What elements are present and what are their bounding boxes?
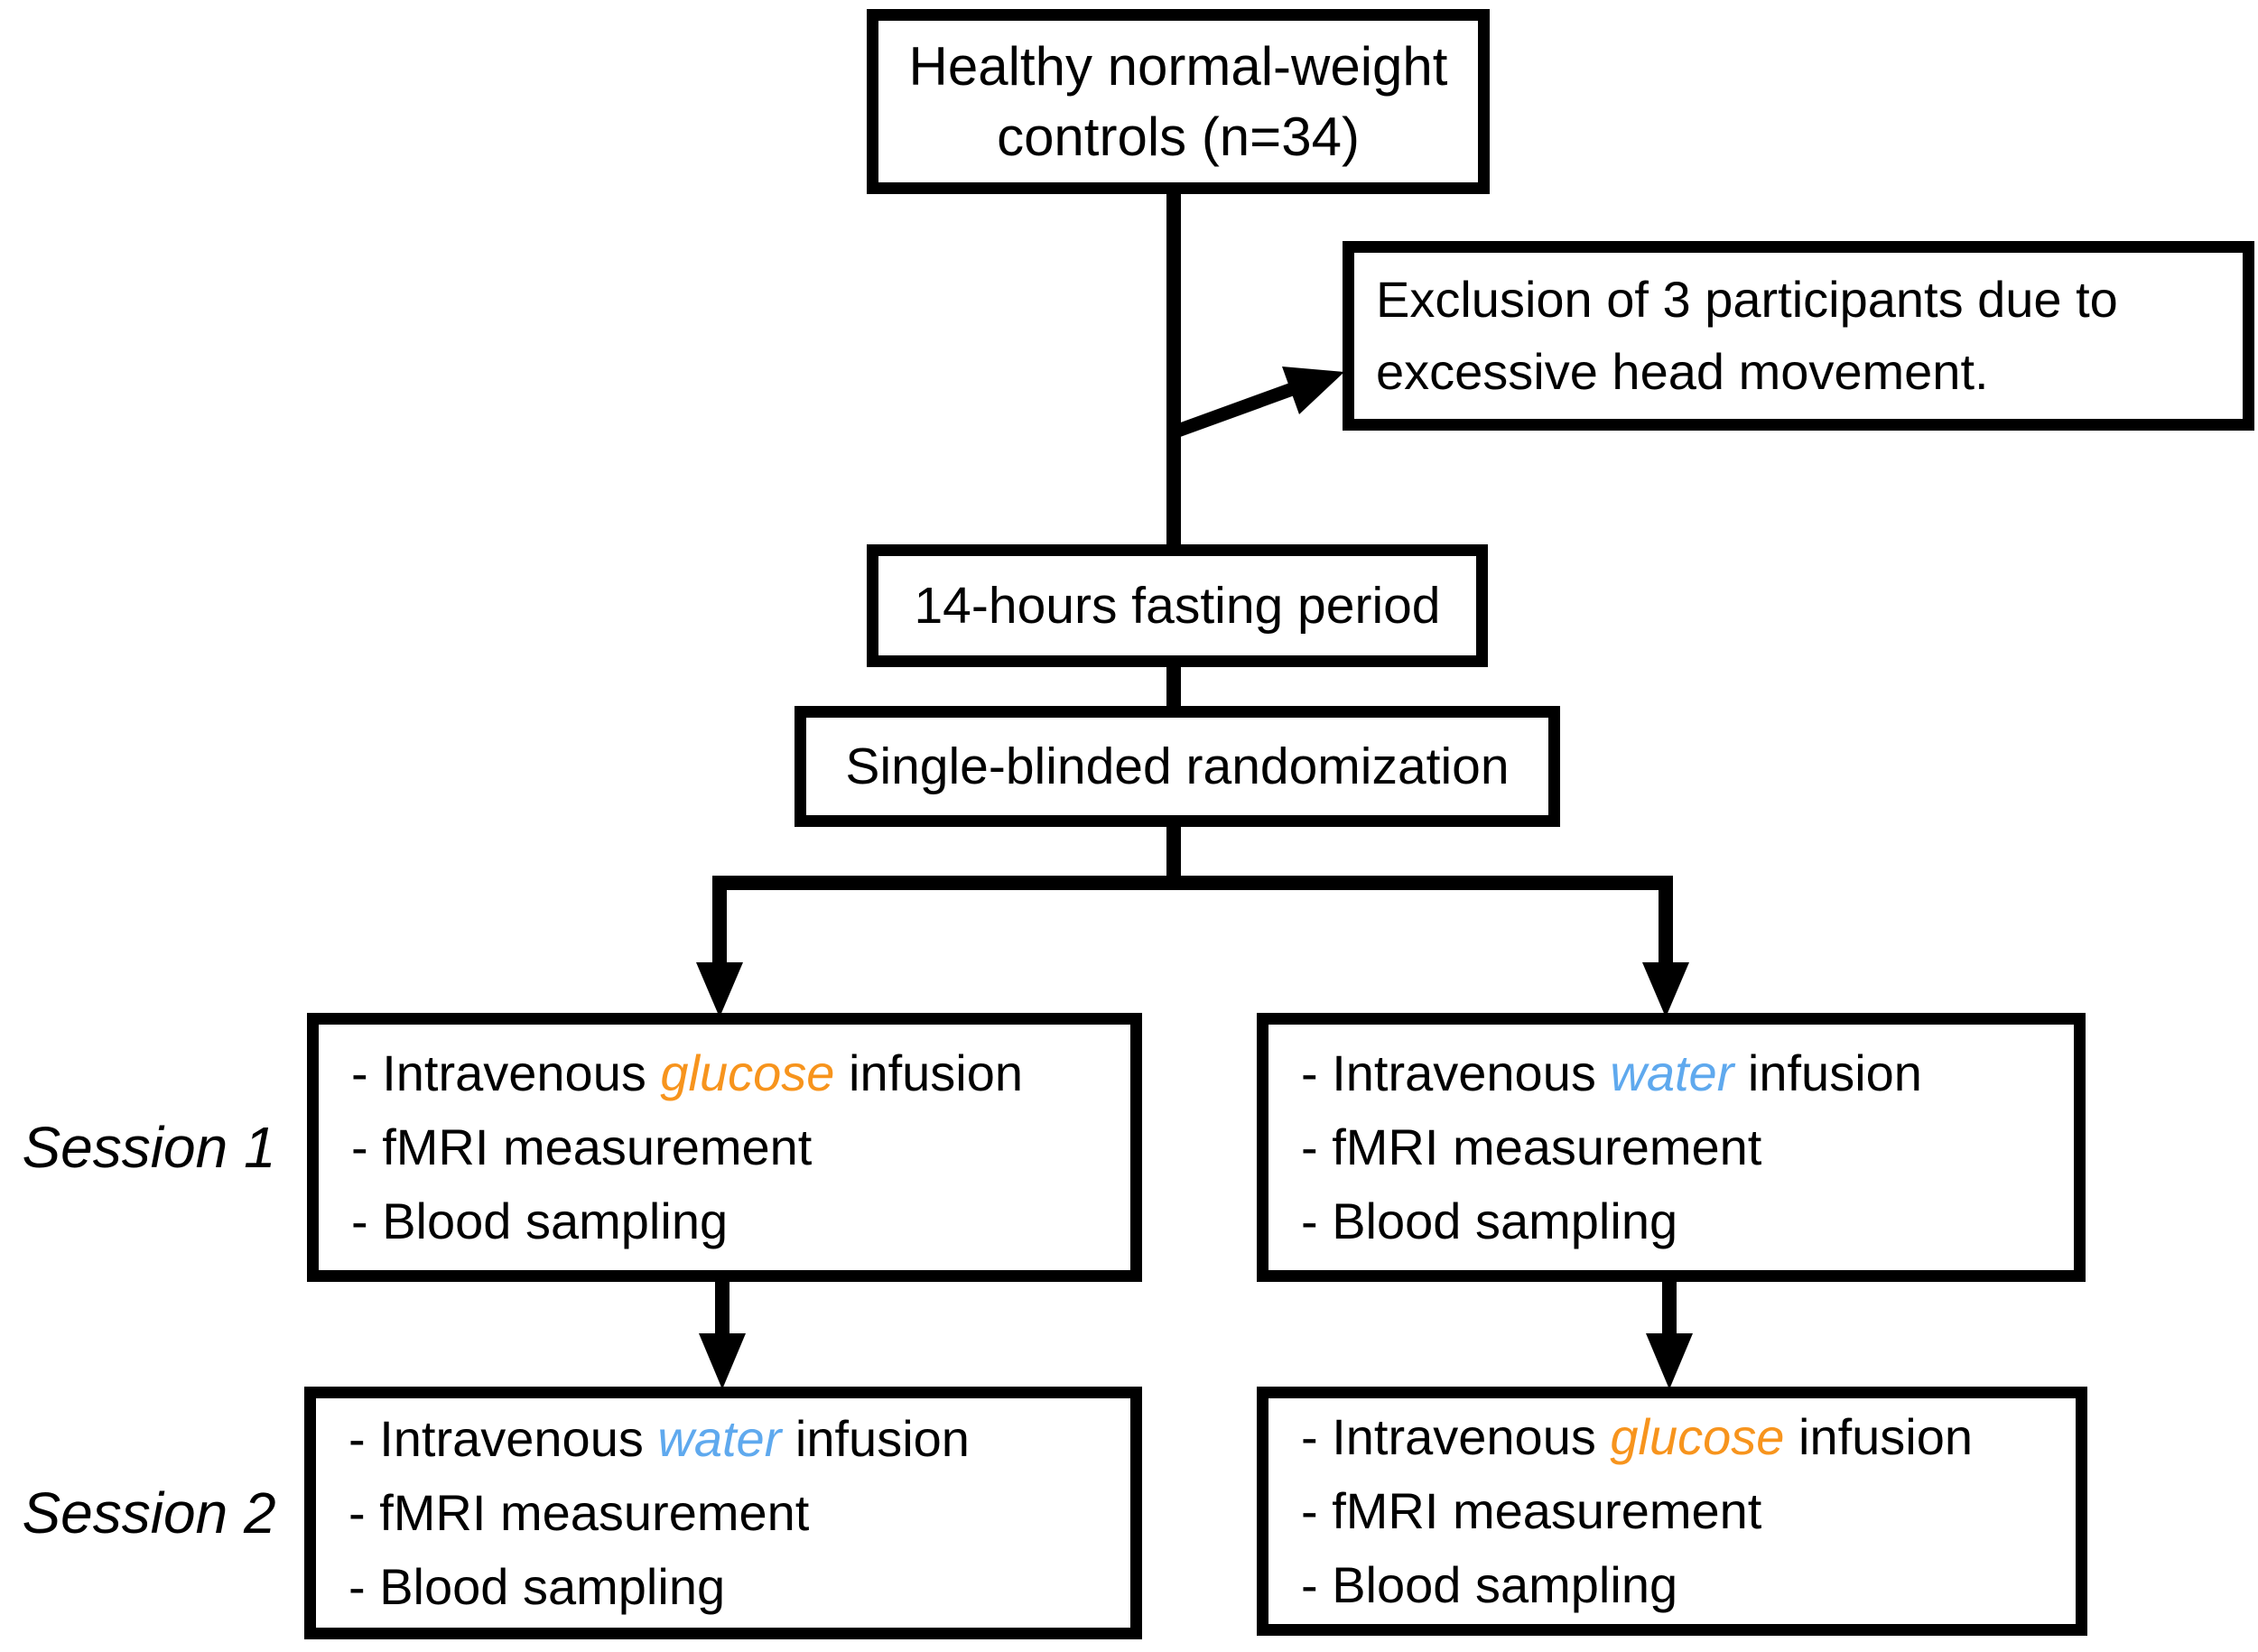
- branch-left-arrowhead-icon: [696, 962, 743, 1017]
- box-fasting-period: 14-hours fasting period: [867, 544, 1488, 667]
- item1-prefix: - Intravenous: [348, 1410, 658, 1467]
- item1-prefix: - Intravenous: [1301, 1044, 1611, 1101]
- branch-line: [712, 876, 1673, 890]
- water-text: water: [1610, 1044, 1734, 1101]
- session2-water-item3: - Blood sampling: [348, 1558, 726, 1615]
- box-session1-glucose: - Intravenous glucose infusion - fMRI me…: [307, 1013, 1142, 1282]
- box-randomization-label: Single-blinded randomization: [845, 738, 1510, 795]
- item1-suffix: infusion: [1784, 1408, 1974, 1465]
- item1-prefix: - Intravenous: [351, 1044, 661, 1101]
- water-text: water: [657, 1410, 782, 1467]
- branch-right-arrowhead-icon: [1642, 962, 1689, 1017]
- session1-water-item3: - Blood sampling: [1301, 1193, 1678, 1249]
- session1-glucose-item3: - Blood sampling: [351, 1193, 729, 1249]
- session-1-label: Session 1: [22, 1115, 276, 1180]
- session1-water-item1: - Intravenous water infusion: [1301, 1036, 2074, 1110]
- line-top-to-fasting: [1166, 181, 1181, 555]
- s1-to-s2-right-shaft: [1662, 1280, 1677, 1338]
- session2-water-item2: - fMRI measurement: [348, 1484, 810, 1541]
- s1-to-s2-left-shaft: [715, 1280, 729, 1338]
- s1-to-s2-right-arrowhead-icon: [1646, 1333, 1693, 1389]
- exclusion-arrow-shaft: [1173, 381, 1297, 439]
- session2-water-item1: - Intravenous water infusion: [348, 1402, 1130, 1476]
- line-fasting-to-randomization: [1166, 659, 1181, 713]
- s1-to-s2-left-arrowhead-icon: [699, 1333, 746, 1389]
- item1-suffix: infusion: [781, 1410, 970, 1467]
- exclusion-arrowhead-icon: [1282, 367, 1344, 414]
- branch-right-shaft: [1659, 876, 1673, 968]
- box-healthy-controls-line1: Healthy normal-weight: [908, 35, 1448, 97]
- box-exclusion-line1: Exclusion of 3 participants due to: [1376, 271, 2118, 328]
- box-healthy-controls-line2: controls (n=34): [997, 106, 1360, 167]
- session2-glucose-item3: - Blood sampling: [1301, 1556, 1678, 1613]
- session1-glucose-item1: - Intravenous glucose infusion: [351, 1036, 1130, 1110]
- box-exclusion-line2: excessive head movement.: [1376, 343, 1989, 400]
- box-exclusion: Exclusion of 3 participants due to exces…: [1343, 241, 2254, 431]
- item1-prefix: - Intravenous: [1301, 1408, 1611, 1465]
- item1-suffix: infusion: [1733, 1044, 1922, 1101]
- session1-glucose-item2: - fMRI measurement: [351, 1118, 813, 1175]
- session2-glucose-item2: - fMRI measurement: [1301, 1482, 1762, 1539]
- box-randomization: Single-blinded randomization: [794, 706, 1560, 827]
- branch-left-shaft: [712, 876, 727, 968]
- item1-suffix: infusion: [834, 1044, 1024, 1101]
- session2-glucose-item1: - Intravenous glucose infusion: [1301, 1400, 2076, 1474]
- glucose-text: glucose: [1610, 1408, 1785, 1465]
- box-fasting-period-label: 14-hours fasting period: [914, 577, 1441, 635]
- line-randomization-to-branch: [1166, 820, 1181, 883]
- glucose-text: glucose: [660, 1044, 835, 1101]
- box-session2-glucose: - Intravenous glucose infusion - fMRI me…: [1257, 1387, 2087, 1636]
- box-session1-water: - Intravenous water infusion - fMRI meas…: [1257, 1013, 2086, 1282]
- box-healthy-controls: Healthy normal-weight controls (n=34): [867, 9, 1490, 194]
- session1-water-item2: - fMRI measurement: [1301, 1118, 1762, 1175]
- box-session2-water: - Intravenous water infusion - fMRI meas…: [304, 1387, 1142, 1639]
- session-2-label: Session 2: [22, 1480, 276, 1545]
